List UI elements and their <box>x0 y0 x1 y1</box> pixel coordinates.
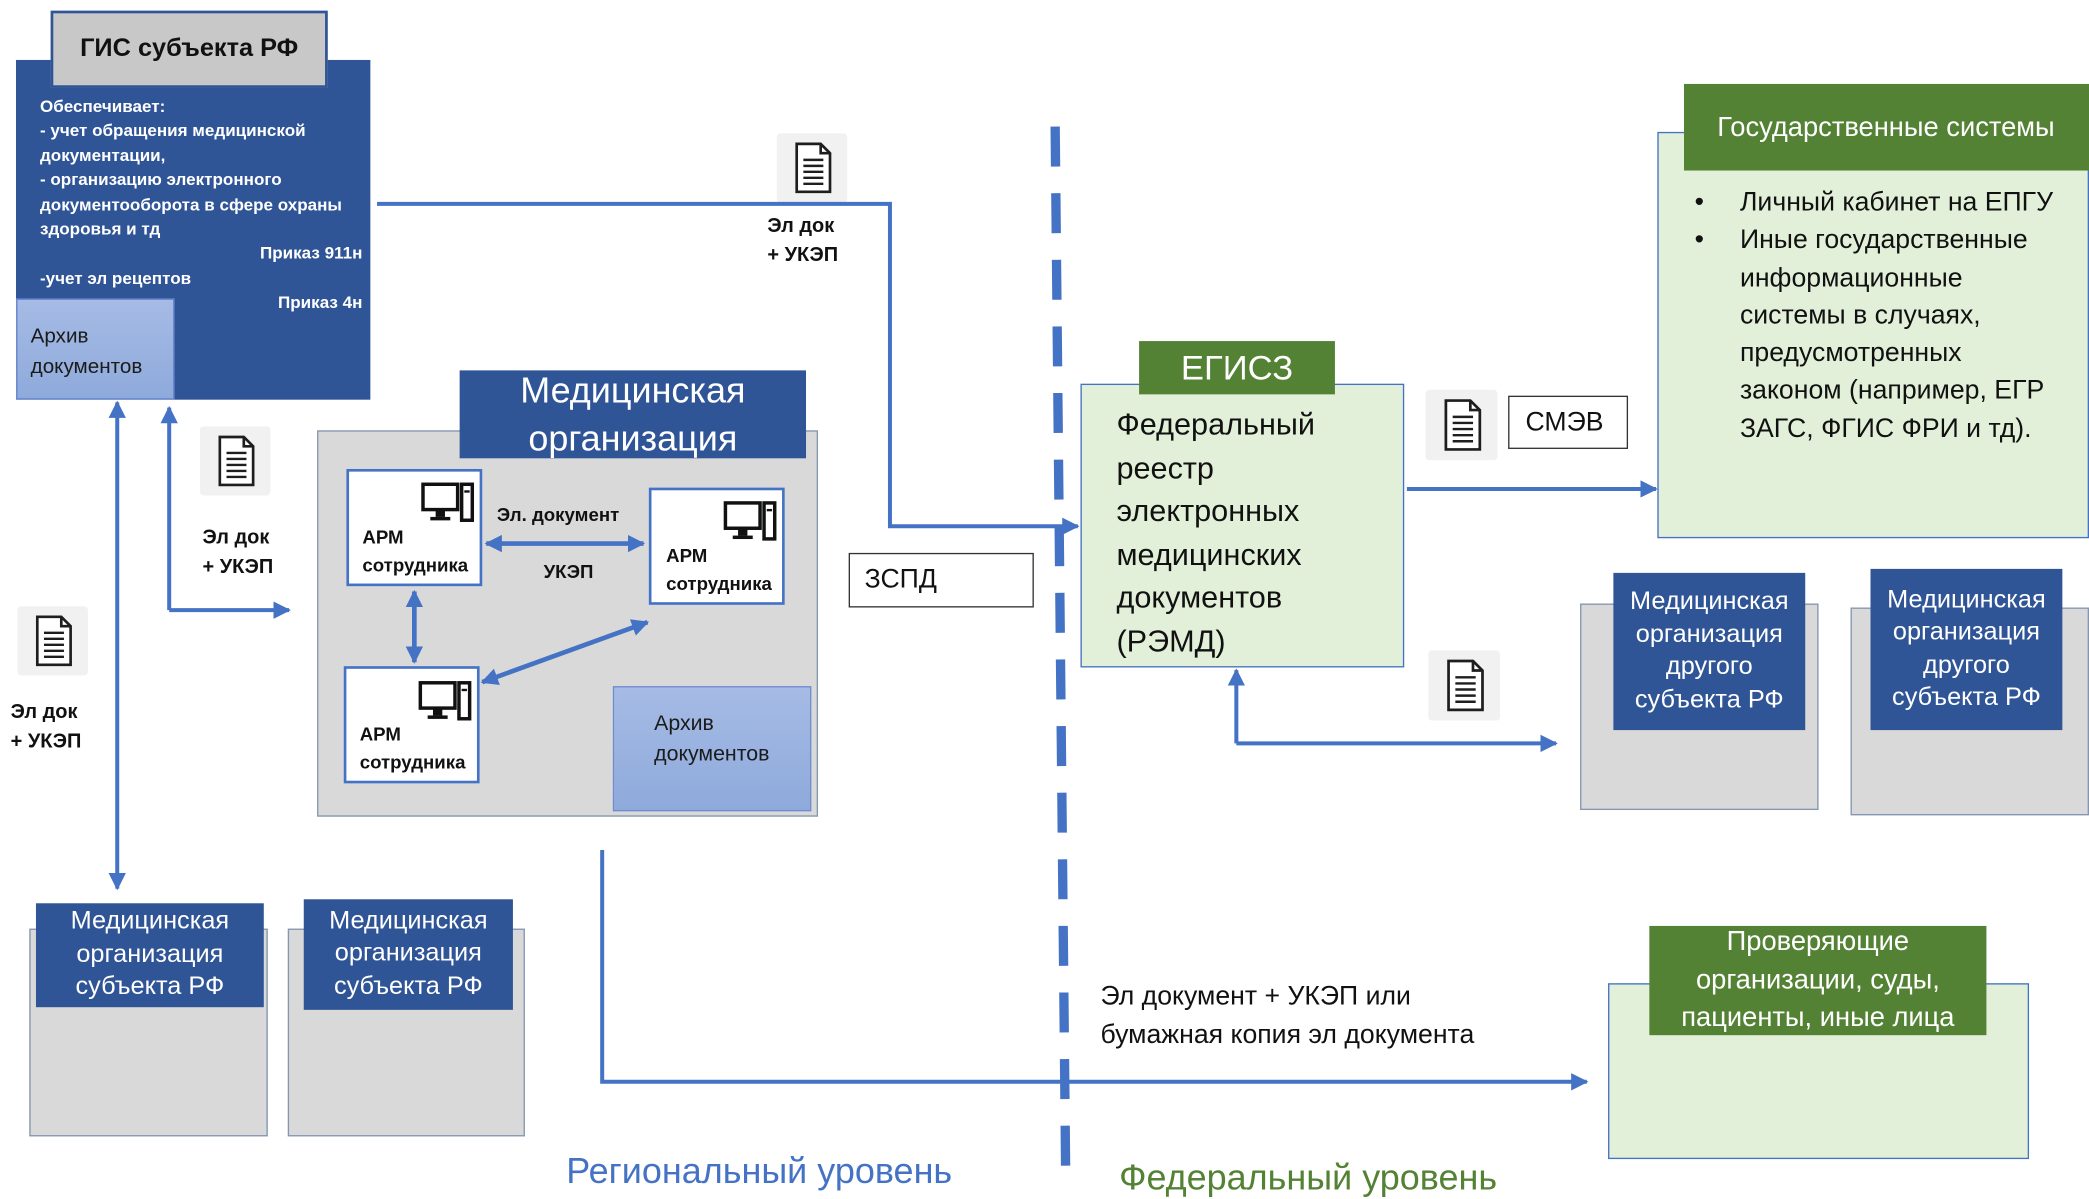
other-region-org-2-label: Медицинская организация другого субъекта… <box>1887 585 2046 712</box>
workstation-1-label: АРМ сотрудника <box>362 526 469 576</box>
gis-item-prescriptions: -учет эл рецептов <box>39 267 192 288</box>
gis-order-911: Приказ 911н <box>259 243 363 264</box>
region-org-1-header: Медицинская организация субъекта РФ <box>35 903 264 1008</box>
region-org-2-header: Медицинская организация субъекта РФ <box>303 899 513 1010</box>
egisz-title: ЕГИСЗ <box>1180 347 1294 388</box>
document-icon <box>777 133 848 202</box>
smev-box: СМЭВ <box>1508 395 1629 449</box>
gis-description: Обеспечивает: - учет обращения медицинск… <box>40 95 362 316</box>
federal-level-label: Федеральный уровень <box>1119 1157 1498 1198</box>
gis-title: ГИС субъекта РФ <box>80 34 299 63</box>
exchange-label: Эл. документ <box>496 503 620 525</box>
workstation-3-label: АРМ сотрудника <box>359 723 466 773</box>
doc-label-gis-to-region-orgs: Эл док + УКЭП <box>10 700 82 753</box>
paper-copy-label: Эл документ + УКЭП или бумажная копия эл… <box>1100 981 1475 1050</box>
gov-systems-title: Государственные системы <box>1717 111 2055 142</box>
other-region-org-2-header: Медицинская организация другого субъекта… <box>1870 568 2063 731</box>
egisz-box <box>1080 383 1405 668</box>
medical-org-archive-label: Архив документов <box>654 712 770 767</box>
gis-provides: Обеспечивает: <box>39 95 166 116</box>
regional-level-label: Региональный уровень <box>566 1151 953 1192</box>
gis-archive-label: Архив документов <box>30 325 143 379</box>
medical-org-title: Медицинская организация <box>520 370 746 459</box>
region-org-2-label: Медицинская организация субъекта РФ <box>329 906 488 1001</box>
computer-icon <box>723 501 776 542</box>
gis-archive: Архив документов <box>15 298 175 400</box>
zspd-box: ЗСПД <box>848 552 1034 608</box>
level-divider <box>1050 126 1071 1189</box>
egisz-header: ЕГИСЗ <box>1139 341 1335 395</box>
workstation-2-label: АРМ сотрудника <box>666 544 772 595</box>
exchange-sign-label: УКЭП <box>543 560 594 583</box>
zspd-label: ЗСПД <box>864 564 937 595</box>
gov-systems-item: Иные государственные информационные сист… <box>1695 222 2053 448</box>
computer-icon <box>421 482 474 523</box>
region-org-1-label: Медицинская организация субъекта РФ <box>70 907 230 1001</box>
egisz-registry-label: Федеральный реестр электронных медицинск… <box>1116 406 1316 659</box>
medical-org-header: Медицинская организация <box>459 370 807 459</box>
computer-icon <box>418 681 471 722</box>
document-icon <box>17 606 88 675</box>
doc-label-gis-to-egisz: Эл док + УКЭП <box>767 214 839 267</box>
document-icon <box>1426 389 1498 461</box>
gov-systems-item: Личный кабинет на ЕПГУ <box>1695 184 2053 222</box>
gov-systems-header: Государственные системы <box>1683 83 2089 171</box>
gis-order-4: Приказ 4н <box>278 292 363 313</box>
gis-title-tab: ГИС субъекта РФ <box>50 10 328 88</box>
gov-systems-list: Личный кабинет на ЕПГУ Иные государствен… <box>1695 184 2053 448</box>
medical-org-archive: Архив документов <box>612 686 812 812</box>
document-icon <box>1428 650 1500 721</box>
other-region-org-1-label: Медицинская организация другого субъекта… <box>1630 587 1789 714</box>
smev-label: СМЭВ <box>1525 407 1604 437</box>
inspectors-header: Проверяющие организации, суды, пациенты,… <box>1649 925 1987 1036</box>
workstation-3 <box>343 666 480 784</box>
other-region-org-1-header: Медицинская организация другого субъекта… <box>1613 572 1806 731</box>
doc-label-gis-to-medical-org: Эл док + УКЭП <box>202 526 274 579</box>
gis-item-document-accounting: - учет обращения медицинской документаци… <box>39 120 306 165</box>
gis-item-document-flow: - организацию электронного документообор… <box>39 169 342 239</box>
inspectors-label: Проверяющие организации, суды, пациенты,… <box>1681 926 1955 1033</box>
document-icon <box>200 426 271 495</box>
